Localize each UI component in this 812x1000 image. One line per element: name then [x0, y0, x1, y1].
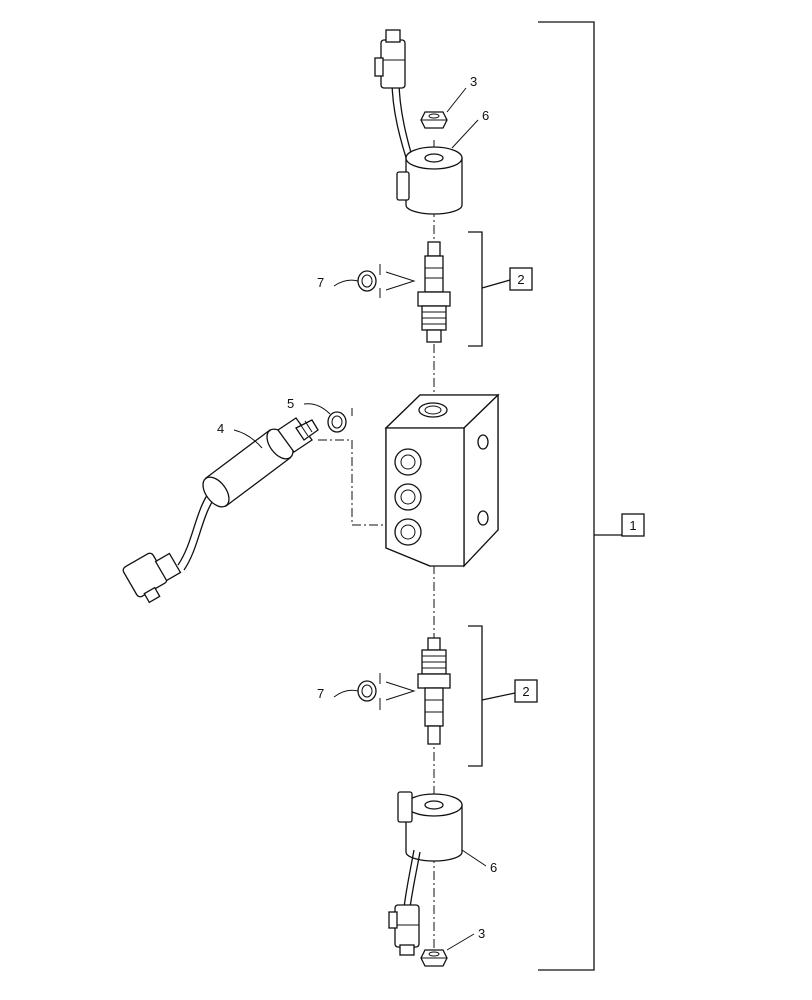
oring-top: [357, 264, 416, 298]
nut-bottom: [420, 949, 448, 967]
bottom-coil-connector: [388, 904, 420, 956]
leader-nut-top: [446, 87, 467, 113]
callout-2-top-box[interactable]: 2: [509, 267, 533, 291]
top-coil-connector: [374, 29, 417, 171]
oring-switch: [327, 408, 353, 433]
callout-5: 5: [287, 396, 294, 411]
bracket-cartridge-bottom: [468, 625, 483, 767]
leader-oring-switch: [303, 403, 331, 415]
callout-7-top: 7: [317, 275, 324, 290]
assembly-bracket: [538, 21, 622, 971]
leader-coil-bottom: [461, 849, 487, 867]
callout-3-bottom: 3: [478, 926, 485, 941]
callout-2-bottom-label: 2: [522, 684, 529, 699]
leader-cartridge-bottom: [481, 692, 516, 701]
leader-nut-bottom: [446, 933, 475, 951]
cartridge-top: [417, 241, 451, 343]
callout-4: 4: [217, 421, 224, 436]
callout-7-bottom: 7: [317, 686, 324, 701]
callout-1-label: 1: [629, 518, 636, 533]
leader-coil-top: [451, 119, 479, 149]
oring-bottom: [357, 673, 416, 710]
callout-6-top: 6: [482, 108, 489, 123]
callout-3-top: 3: [470, 74, 477, 89]
bracket-cartridge-top: [468, 231, 483, 347]
leader-cartridge-top: [481, 279, 511, 289]
callout-2-top-label: 2: [517, 272, 524, 287]
leader-pressure-switch: [233, 429, 263, 449]
callout-2-bottom-box[interactable]: 2: [514, 679, 538, 703]
leader-oring-bottom: [333, 689, 359, 698]
pressure-switch: [122, 417, 319, 604]
coil-bottom: [397, 791, 463, 909]
centerline-switch: [318, 439, 396, 526]
cartridge-bottom: [417, 637, 451, 745]
callout-6-bottom: 6: [490, 860, 497, 875]
callout-1-box[interactable]: 1: [621, 513, 645, 537]
valve-body: [384, 393, 500, 568]
coil-top: [396, 146, 463, 215]
leader-oring-top: [333, 279, 359, 287]
nut-top: [420, 111, 448, 129]
